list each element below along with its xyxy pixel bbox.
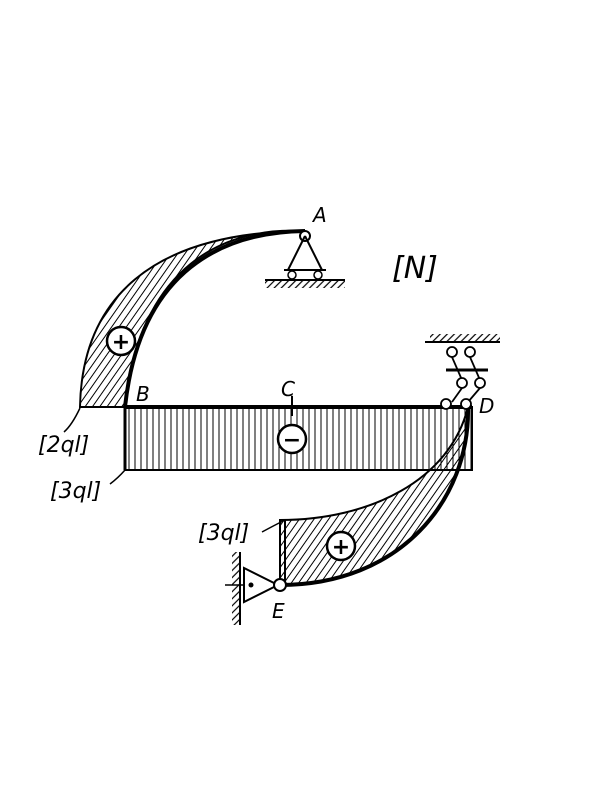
support-e-pin: [225, 552, 287, 625]
support-d-links: [425, 334, 500, 410]
diagram-title: [N]: [392, 251, 438, 286]
support-a-roller: [265, 230, 345, 288]
value-label-b-lower: [3ql]: [50, 479, 101, 504]
sign-beam-bd: −: [283, 428, 301, 453]
point-label-c: C: [281, 377, 295, 401]
value-label-b-upper: [2ql]: [38, 433, 89, 458]
arc-ab-diagram: [78, 229, 306, 408]
sign-arc-de: +: [332, 535, 350, 560]
sign-arc-ab: +: [112, 330, 130, 355]
value-label-e: [3ql]: [198, 521, 249, 546]
sign-circle-arc-de: +: [325, 530, 357, 562]
point-label-b: B: [136, 382, 150, 406]
beam-bd-diagram: [123, 405, 473, 471]
sign-circle-beam-bd: −: [276, 423, 308, 455]
point-label-e: E: [272, 599, 285, 623]
arc-de-member: [279, 406, 471, 587]
point-label-d: D: [479, 394, 494, 418]
point-label-a: A: [311, 203, 327, 227]
sign-circle-arc-ab: +: [105, 325, 137, 357]
arc-ab-member: [123, 229, 306, 408]
